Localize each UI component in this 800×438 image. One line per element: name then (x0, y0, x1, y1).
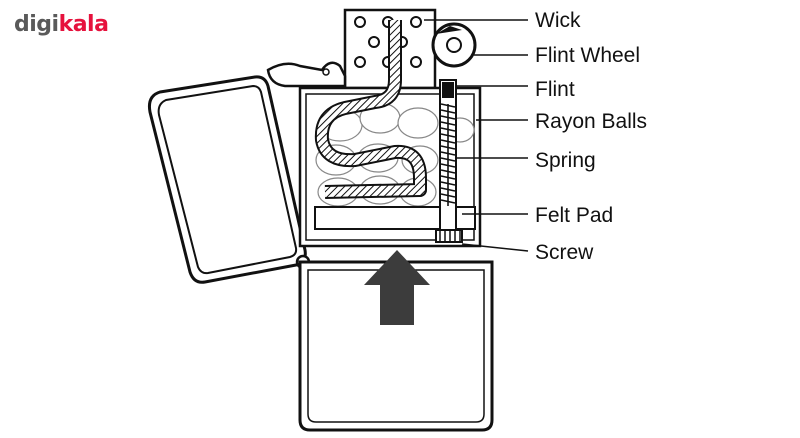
insert-direction-arrow (364, 250, 430, 325)
label-screw: Screw (535, 241, 594, 264)
label-rayon-balls: Rayon Balls (535, 110, 647, 133)
label-wick: Wick (535, 9, 581, 32)
screw (435, 229, 463, 243)
felt-pad (314, 206, 476, 230)
label-flint-wheel: Flint Wheel (535, 44, 640, 67)
label-felt-pad: Felt Pad (535, 204, 613, 227)
brand-logo-part2: kala (58, 12, 109, 37)
flint-wheel (431, 22, 477, 68)
label-spring: Spring (535, 149, 596, 172)
brand-logo: digikala (14, 12, 109, 37)
label-flint: Flint (535, 78, 575, 101)
lighter-case (298, 260, 494, 432)
leader-lines (424, 19, 529, 252)
spring (440, 103, 456, 206)
lighter-lid (148, 75, 307, 284)
brand-logo-part1: digi (14, 12, 59, 37)
wick (314, 20, 427, 199)
cam-lever (266, 61, 347, 88)
flint (442, 82, 454, 98)
